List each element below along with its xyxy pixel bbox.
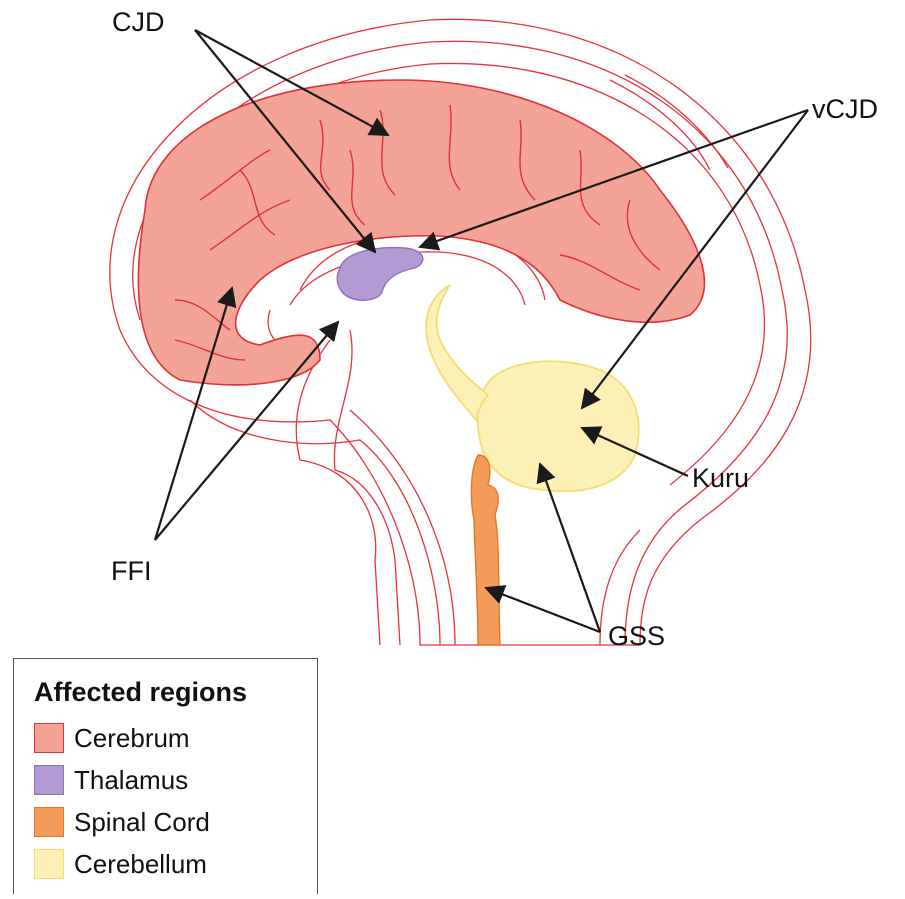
label-kuru: Kuru xyxy=(692,463,749,493)
legend-label-cerebrum: Cerebrum xyxy=(74,723,190,754)
spinal-cord xyxy=(471,455,500,645)
legend-title: Affected regions xyxy=(34,677,247,708)
label-cjd: CJD xyxy=(112,7,165,37)
cerebrum-swatch xyxy=(34,723,64,753)
legend-item-cerebrum: Cerebrum xyxy=(34,721,190,755)
thalamus xyxy=(337,248,423,301)
fourth-ventricle-strip xyxy=(426,285,488,420)
gss-arrow-spinal-cord xyxy=(486,588,600,632)
cerebellum xyxy=(478,361,639,491)
spinal-cord-swatch xyxy=(34,807,64,837)
label-gss: GSS xyxy=(608,621,665,651)
legend: Affected regions Cerebrum Thalamus Spina… xyxy=(13,658,318,894)
legend-item-cerebellum: Cerebellum xyxy=(34,847,207,881)
legend-item-thalamus: Thalamus xyxy=(34,763,188,797)
label-ffi: FFI xyxy=(111,556,152,586)
legend-label-thalamus: Thalamus xyxy=(74,765,188,796)
label-vcjd: vCJD xyxy=(812,94,878,124)
cerebrum xyxy=(138,80,704,385)
legend-label-cerebellum: Cerebellum xyxy=(74,849,207,880)
legend-label-spinal-cord: Spinal Cord xyxy=(74,807,210,838)
legend-item-spinal-cord: Spinal Cord xyxy=(34,805,210,839)
thalamus-swatch xyxy=(34,765,64,795)
cerebellum-swatch xyxy=(34,849,64,879)
